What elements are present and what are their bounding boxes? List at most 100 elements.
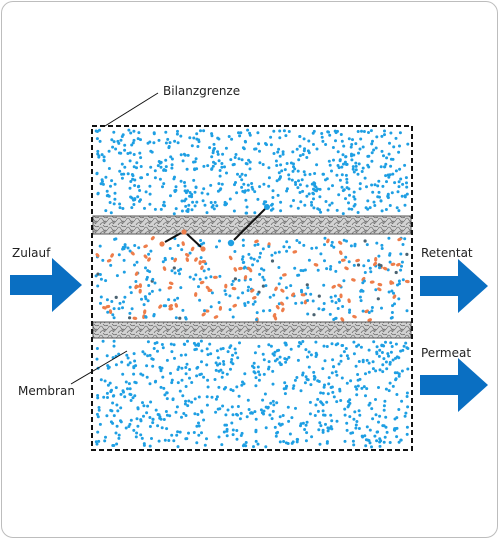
particle [138,151,142,155]
particle [356,373,360,376]
particle [237,394,241,398]
particle [304,423,308,427]
particle [243,302,247,306]
particle [381,363,385,367]
particle [129,131,133,135]
particle [327,187,331,191]
particle [318,208,321,212]
particle [179,286,183,290]
particle [183,189,187,193]
particle [238,175,242,179]
particle [291,169,295,173]
particle [148,425,152,428]
particle [367,361,371,365]
particle [286,442,290,445]
particle [105,298,109,302]
particle [103,379,107,383]
particle [271,409,275,413]
particle [289,347,293,351]
particle [344,155,348,159]
particle [231,413,235,417]
particle [163,258,167,262]
particle [364,438,368,442]
particle [374,257,378,262]
particle [200,431,203,435]
particle [291,440,295,444]
particle [200,349,204,353]
particle [311,131,315,135]
particle [351,439,355,443]
particle [362,279,366,283]
particle [147,284,151,287]
particle [170,257,174,260]
particle [148,202,152,206]
particle [104,209,108,213]
particle [228,308,232,312]
particle [299,269,303,272]
particle [221,404,225,408]
particle [298,191,302,194]
particle [134,271,139,276]
particle [388,252,392,256]
particle [300,293,306,297]
particle [237,278,241,282]
particle [345,381,349,385]
particle [207,288,213,293]
particle [301,340,305,343]
particle [267,166,271,170]
particle [114,386,118,390]
particle [322,172,325,176]
particle [233,250,237,253]
particle [384,360,388,364]
particle [255,311,259,315]
particle [359,289,363,293]
particle [312,370,316,374]
particle [340,185,344,189]
particle [153,341,157,345]
particle [95,347,99,350]
particle [267,176,271,180]
particle [186,339,189,343]
particle [216,356,220,360]
particle [158,177,162,181]
particle [214,368,218,372]
particle [239,434,243,437]
particle [384,340,387,344]
feed-channel-particles [94,236,410,323]
particle [232,162,236,166]
particle [393,417,397,421]
particle [313,184,317,188]
particle [314,355,318,358]
particle [369,270,373,274]
particle [117,151,121,155]
particle [242,266,246,270]
particle [165,358,169,362]
particle [240,257,244,261]
particle [336,129,339,133]
particle [337,362,341,366]
particle [190,246,195,252]
membrane-label: Membran [18,384,75,398]
particle [352,340,356,344]
particle [139,433,143,437]
particle [377,287,382,292]
particle [225,423,228,427]
particle [399,268,403,272]
particle [303,203,307,207]
particle [206,353,210,357]
particle [102,395,106,399]
particle [132,165,136,169]
particle [228,294,232,298]
particle [121,306,124,310]
particle [109,408,113,412]
particle [354,142,358,146]
particle [324,143,328,146]
particle [268,295,272,299]
particle [379,165,383,169]
particle [275,179,279,183]
particle [188,191,192,194]
particle [278,415,282,419]
particle [382,266,388,271]
particle [385,367,389,371]
particle [343,413,347,417]
